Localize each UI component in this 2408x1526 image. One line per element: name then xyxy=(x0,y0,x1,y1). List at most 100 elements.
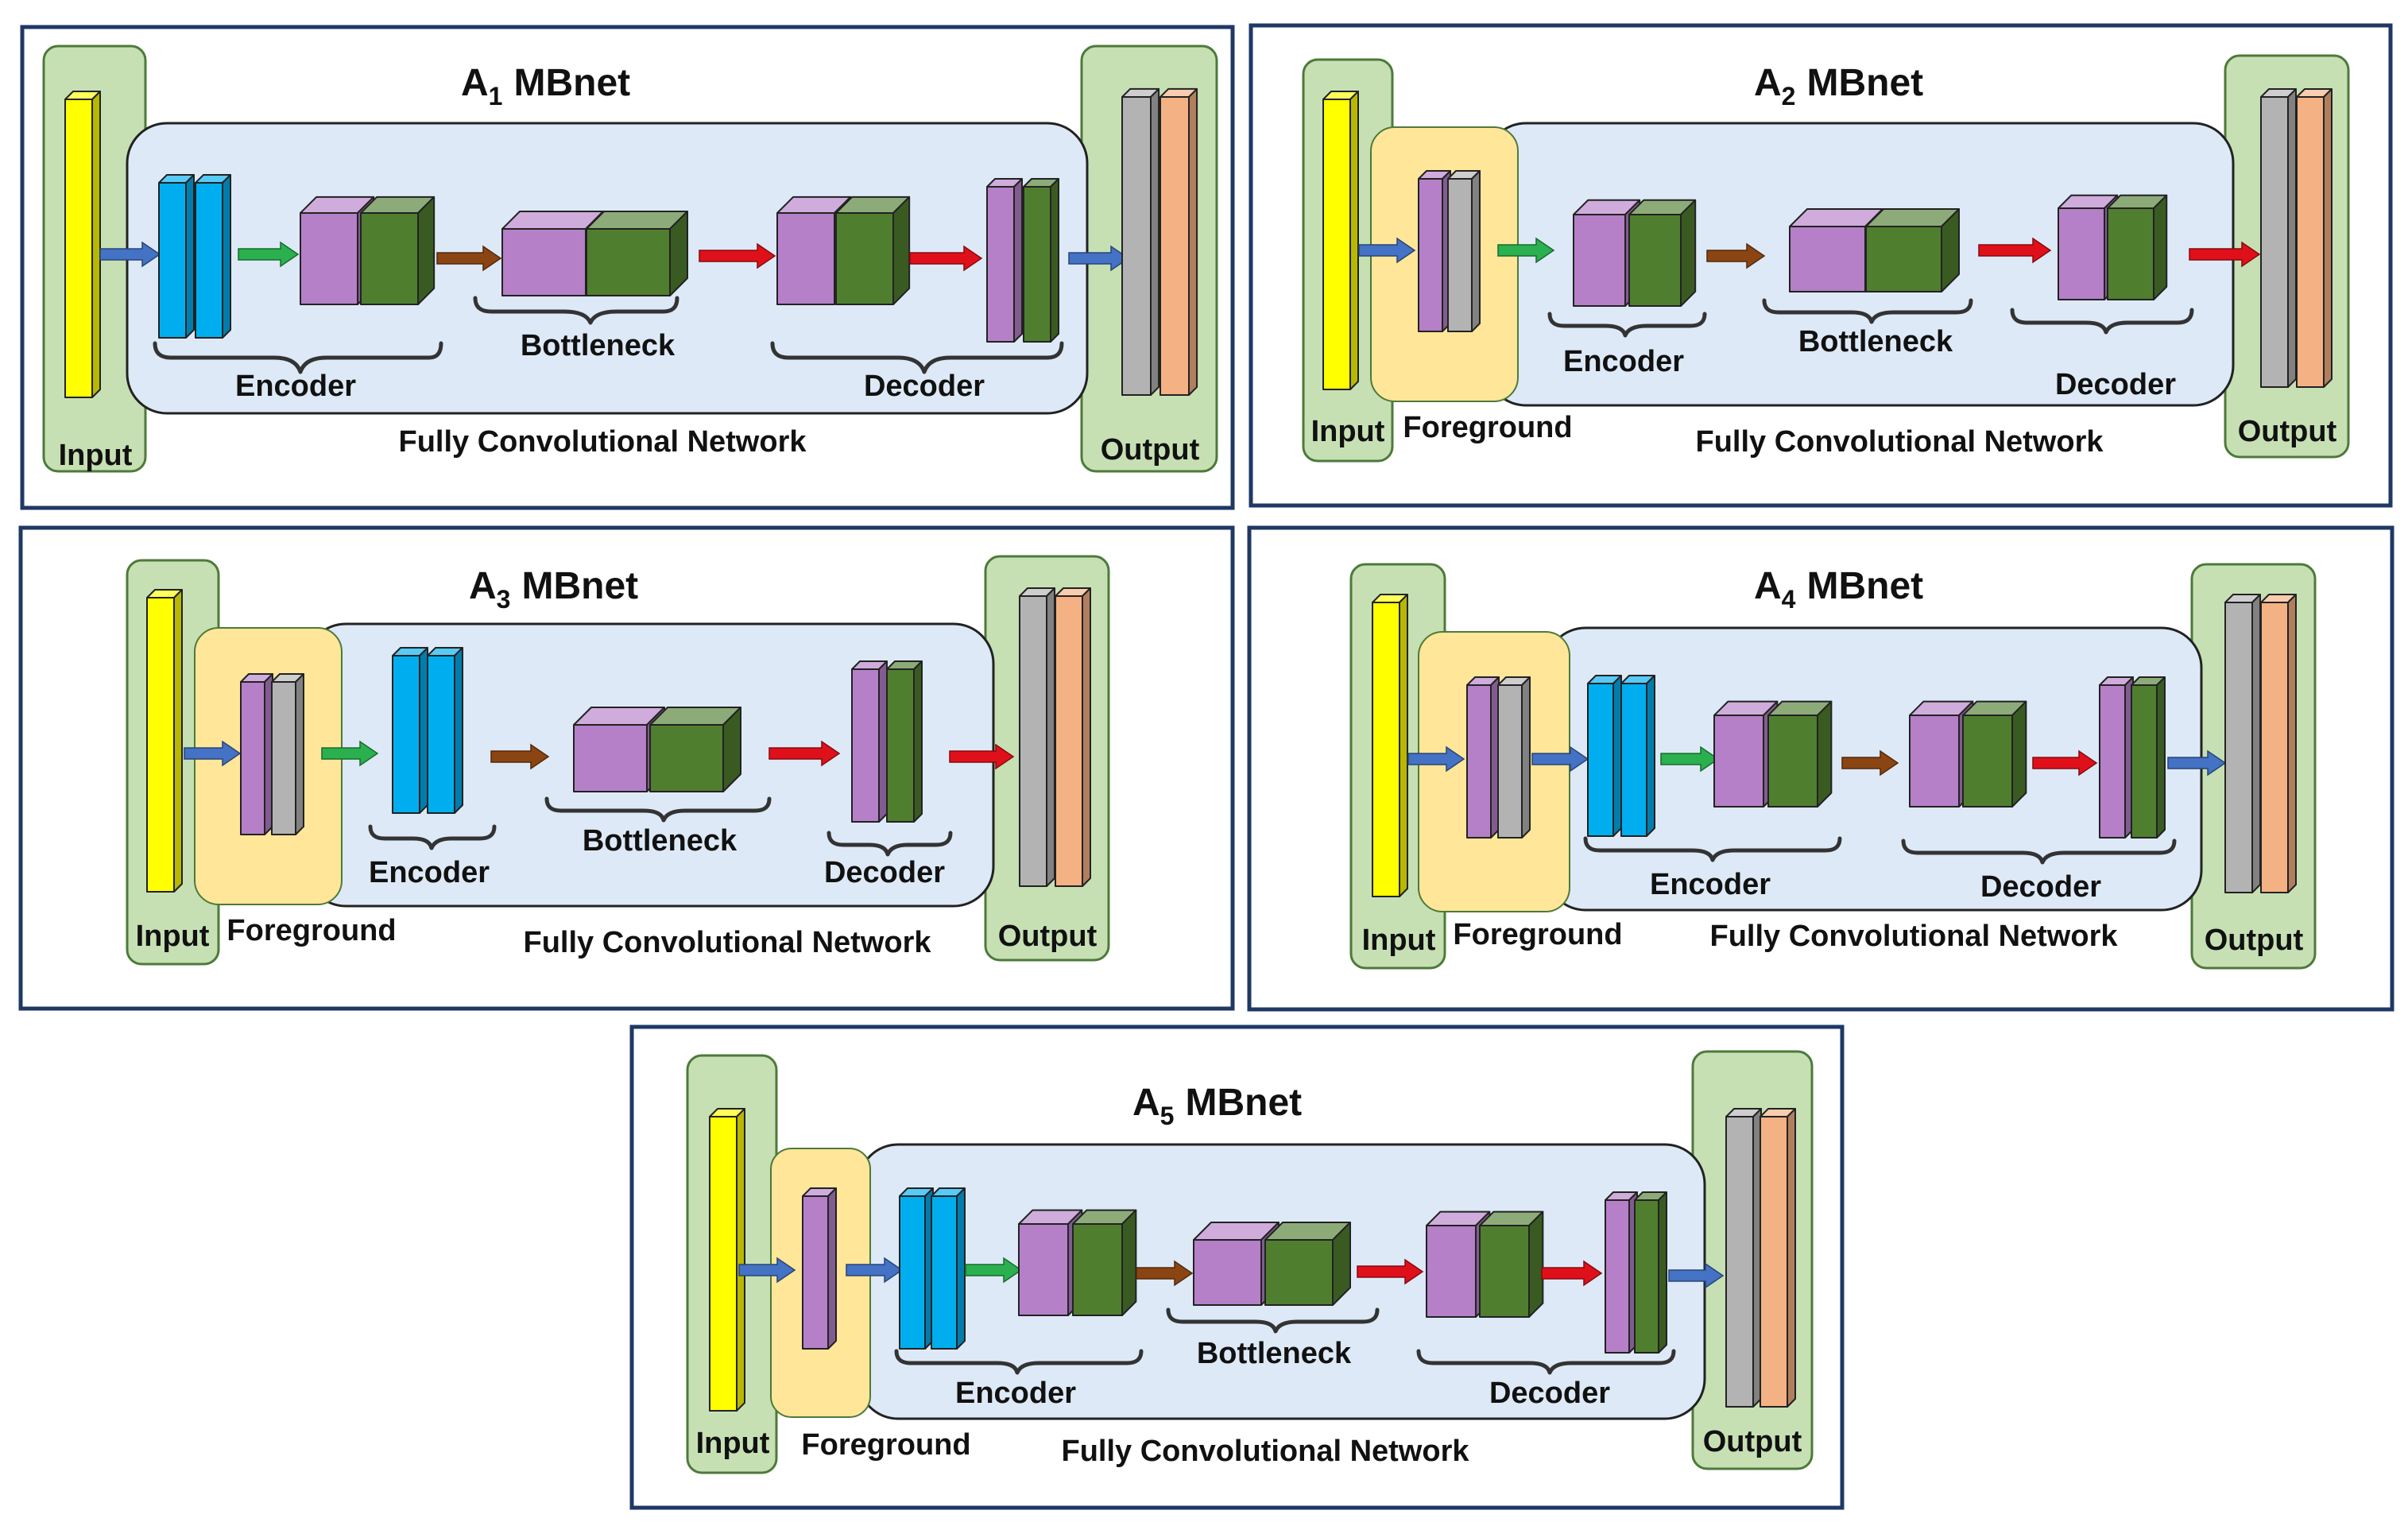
panel-a1-dec-block-3 xyxy=(986,178,1023,343)
panel-a2-input-block-front xyxy=(1322,99,1351,390)
panel-a4-output-block-1-front xyxy=(2224,602,2253,893)
panel-a1-arrow-3 xyxy=(436,245,502,272)
panel-a4-dec-block-3 xyxy=(2099,676,2134,839)
panel-a5-enc-block-2 xyxy=(931,1187,966,1350)
panel-a3-input-block-front xyxy=(146,597,175,893)
panel-a2-dec-block-2-front xyxy=(2107,207,2154,300)
panel-a5-fg-block-side xyxy=(827,1187,837,1350)
panel-a3-arrow-1-shape xyxy=(184,740,242,767)
panel-a4-enc-block-1-side xyxy=(1612,675,1622,837)
panel-a5-output-block-2 xyxy=(1760,1108,1796,1408)
panel-a4-foreground-label: Foreground xyxy=(1453,918,1622,951)
panel-a3-dec-block-1-front xyxy=(851,668,880,823)
panel-a1-decoder-brace-icon xyxy=(770,341,1064,374)
panel-a2-dec-block-1-front xyxy=(2058,207,2105,300)
panel-a3-decoder-brace-icon xyxy=(827,831,953,857)
panel-a1-dec-block-1-front xyxy=(776,212,835,305)
panel-a2-encoder-brace-icon xyxy=(1547,312,1707,338)
panel-a2-bottleneck-brace-icon xyxy=(1762,298,1973,324)
panel-a4-output-block-1 xyxy=(2224,594,2261,893)
panel-a1-enc-block-1-side xyxy=(185,174,195,339)
panel-a2-dec-block-2-side xyxy=(2153,194,2168,300)
panel-a1-dec-block-2 xyxy=(835,196,911,305)
panel-a3-bottleneck-label: Bottleneck xyxy=(583,824,737,858)
panel-a4-dec-block-4-side xyxy=(2156,676,2166,839)
panel-a3-output-block-1-front xyxy=(1019,595,1047,887)
panel-a3-output-block-2 xyxy=(1055,587,1091,887)
panel-a4-arrow-5-shape xyxy=(2032,749,2098,777)
panel-a1-dec-block-4 xyxy=(1023,178,1059,343)
panel-a5-dec-block-2-front xyxy=(1479,1225,1530,1318)
panel-a2-bottleneck-block-2-front xyxy=(1865,226,1942,292)
panel-a2-fg-block-2-side xyxy=(1471,170,1481,332)
panel-a2-decoder-label: Decoder xyxy=(2055,368,2176,401)
panel-a1-decoder-label: Decoder xyxy=(864,370,985,403)
panel-a3-input-label: Input xyxy=(136,920,210,953)
panel-a3-arrow-2-shape xyxy=(321,740,379,767)
panel-a2-arrow-1 xyxy=(1358,237,1416,264)
panel-a4-enc-block-1-front xyxy=(1587,683,1614,837)
panel-a3-fg-block-2-side xyxy=(295,673,304,835)
panel-a5-bottleneck-block-1-front xyxy=(1193,1239,1262,1306)
panel-a5-arrow-3-shape xyxy=(965,1257,1023,1284)
panel-a5-decoder-label: Decoder xyxy=(1489,1377,1610,1410)
panel-a2-enc-block-1-front xyxy=(1573,214,1626,307)
panel-a4-arrow-4 xyxy=(1841,749,1899,777)
panel-a4-enc-block-4-front xyxy=(1767,715,1818,808)
panel-a4-fg-block-2-side xyxy=(1521,676,1531,839)
panel-a5-dec-block-4-front xyxy=(1634,1199,1659,1354)
panel-a3-enc-block-2 xyxy=(427,647,463,814)
panel-a3-encoder-brace-icon xyxy=(368,824,497,850)
panel-a1-arrow-5 xyxy=(909,245,983,272)
panel-a5-dec-block-3 xyxy=(1605,1191,1638,1354)
panel-a3-fg-block-1-front xyxy=(240,681,265,835)
panel-a4-arrow-2 xyxy=(1531,746,1589,773)
panel-a5-fcn-label: Fully Convolutional Network xyxy=(1061,1435,1469,1468)
panel-a1-arrow-4-shape xyxy=(699,242,776,269)
panel-a2-output-block-1-side xyxy=(2287,88,2297,388)
panel-a2-enc-block-2-front xyxy=(1628,214,1682,307)
panel-a4-arrow-5 xyxy=(2032,749,2098,777)
panel-a1-bottleneck-label: Bottleneck xyxy=(521,329,676,362)
panel-a5-output-block-2-front xyxy=(1760,1116,1788,1408)
panel-a3-bottleneck-block-2 xyxy=(649,707,741,792)
panel-a2-arrow-5 xyxy=(2189,241,2261,268)
panel-a4-dec-block-4 xyxy=(2131,676,2166,839)
panel-a5-arrow-7-shape xyxy=(1668,1262,1725,1289)
panel-a1-enc-block-4-side xyxy=(417,196,436,305)
panel-a2-output-block-2 xyxy=(2296,88,2333,388)
panel-a5-arrow-3 xyxy=(965,1257,1023,1284)
panel-a2-fg-block-1-front xyxy=(1418,178,1443,332)
panel-a1-dec-block-4-front xyxy=(1023,186,1051,343)
panel-a2-arrow-5-shape xyxy=(2189,241,2261,268)
panel-a4-output-block-2-front xyxy=(2260,602,2289,893)
panel-a3-enc-block-2-front xyxy=(427,655,455,814)
panel-a4-enc-block-1 xyxy=(1587,675,1622,837)
panel-a5-enc-block-2-side xyxy=(956,1187,966,1350)
panel-a3-output-block-1 xyxy=(1019,587,1055,887)
panel-a1-input-block-side xyxy=(91,91,101,398)
panel-a2-arrow-2-shape xyxy=(1497,237,1555,264)
panel-a2-arrow-4-shape xyxy=(1978,237,2052,264)
panel-a3-bottleneck-block-1-front xyxy=(573,724,648,792)
panel-a2-enc-block-2 xyxy=(1628,199,1697,307)
panel-a5-foreground-label: Foreground xyxy=(801,1428,970,1462)
panel-a5-decoder-brace-icon xyxy=(1416,1349,1676,1375)
panel-a4-input-label: Input xyxy=(1362,924,1436,957)
panel-a5-encoder-label: Encoder xyxy=(955,1377,1076,1410)
panel-a1-input-block-front xyxy=(64,99,93,398)
panel-a5-output-label: Output xyxy=(1703,1425,1802,1458)
panel-a3-decoder-label: Decoder xyxy=(824,856,945,889)
panel-a1-dec-block-3-side xyxy=(1013,178,1023,343)
panel-a5-arrow-2-shape xyxy=(846,1257,904,1284)
panel-a3-arrow-5 xyxy=(949,743,1015,770)
panel-a5-fg-block-front xyxy=(802,1195,829,1350)
panel-a1-output-block-2-side xyxy=(1188,87,1198,396)
panel-a3-output-label: Output xyxy=(998,920,1098,953)
panel-a1-enc-block-4 xyxy=(360,196,436,305)
